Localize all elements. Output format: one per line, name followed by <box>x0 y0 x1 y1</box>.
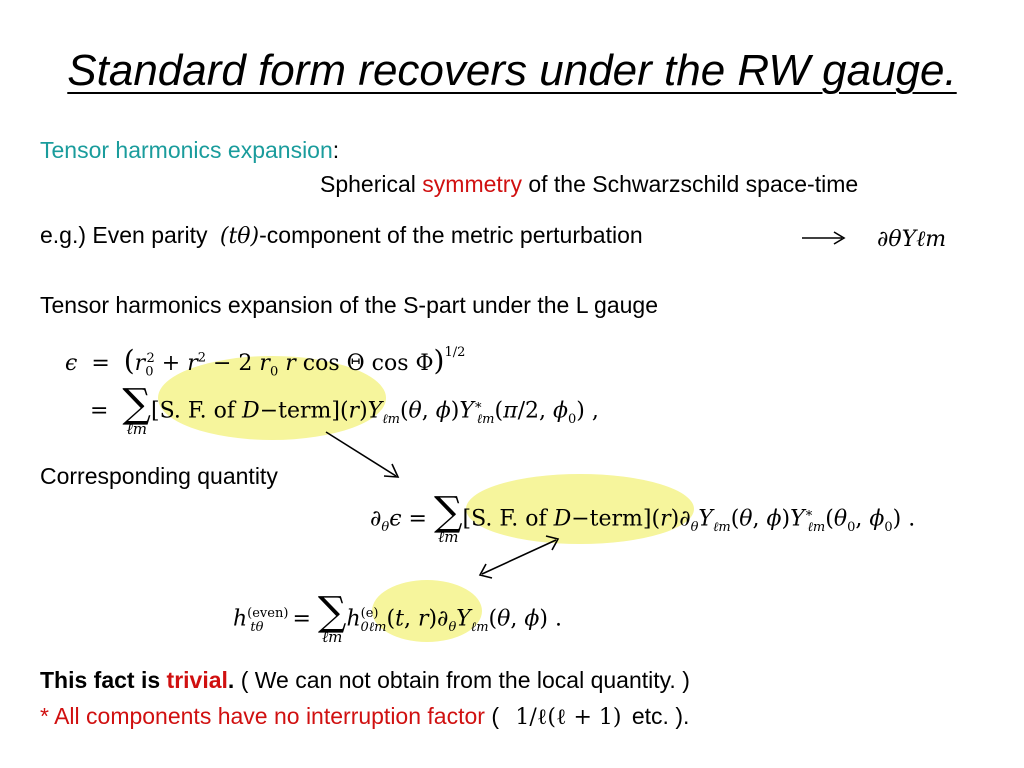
s-part-heading: Tensor harmonics expansion of the S-part… <box>40 292 658 318</box>
tensor-harmonics-label: Tensor harmonics expansion <box>40 137 333 163</box>
double-arrow-icon <box>478 535 560 579</box>
interruption-factor-math: 1/ℓ(ℓ + 1) <box>515 705 622 730</box>
dtheta-epsilon-equation: ∂θϵ = ∑ℓm[S. F. of D−term](r)∂θYℓm(θ, ϕ)… <box>370 489 916 546</box>
corresponding-quantity-label: Corresponding quantity <box>40 463 278 489</box>
symmetry-word: symmetry <box>422 171 522 197</box>
highlight-blob-1 <box>158 356 386 440</box>
trivial-statement: This fact is trivial. ( We can not obtai… <box>40 667 690 693</box>
highlight-blob-3 <box>372 580 482 642</box>
symmetry-line: Spherical symmetry of the Schwarzschild … <box>320 171 859 197</box>
result-math: ∂θYℓm <box>877 227 947 252</box>
epsilon-equation-line2: = ∑ℓm[S. F. of D−term](r)Yℓm(θ, ϕ)Y∗ℓm(π… <box>90 381 599 438</box>
diagonal-arrow-icon <box>325 431 400 478</box>
epsilon-equation-line1: ϵ = (r02 + r2 − 2 r0 r cos Θ cos Φ)1/2 <box>65 344 466 380</box>
slide-title: Standard form recovers under the RW gaug… <box>67 46 957 95</box>
interruption-note: * All components have no interruption fa… <box>40 703 690 730</box>
highlight-blob-2 <box>466 474 694 544</box>
right-arrow-icon <box>802 231 846 245</box>
trivial-word: trivial <box>166 667 228 693</box>
component-math: (tθ) <box>219 224 260 249</box>
section-heading: Tensor harmonics expansion: <box>40 137 340 163</box>
example-line: e.g.) Even parity (tθ)-component of the … <box>40 222 643 249</box>
